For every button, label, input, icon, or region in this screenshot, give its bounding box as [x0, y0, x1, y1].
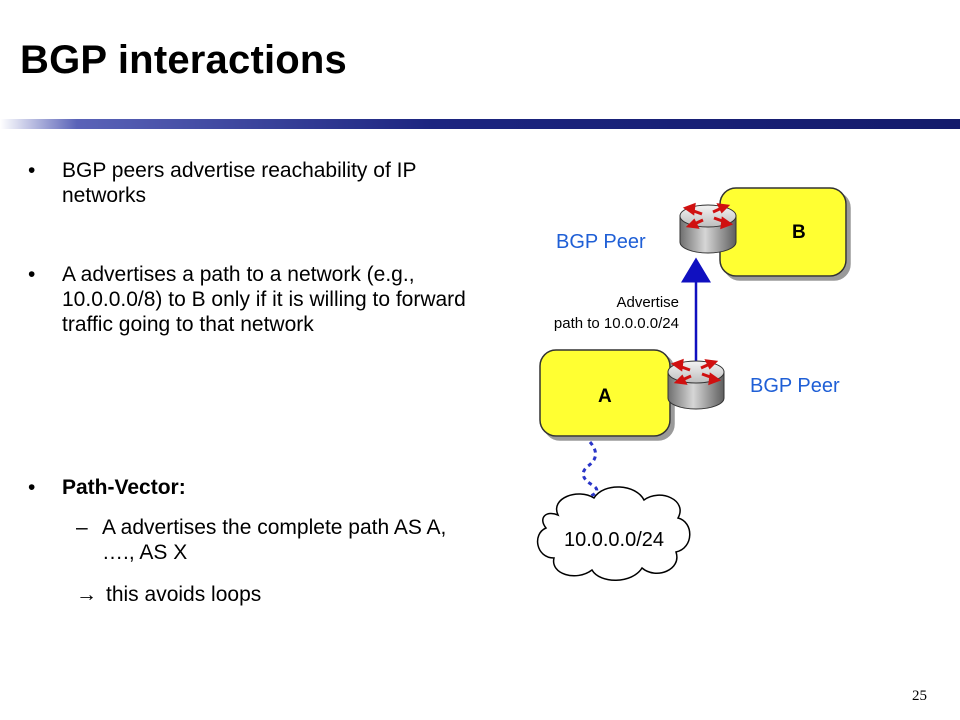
sub-bullet-marker: – — [76, 516, 88, 539]
slide-number: 25 — [912, 688, 927, 704]
advertise-label-line2: path to 10.0.0.0/24 — [554, 315, 679, 332]
bullet-text: BGP peers advertise reachability of IP n… — [62, 159, 417, 207]
peer-b-label: BGP Peer — [556, 231, 646, 253]
advertise-label-line1: Advertise — [616, 294, 679, 311]
network-label: 10.0.0.0/24 — [564, 529, 664, 551]
bullet-text: Path-Vector: — [62, 476, 186, 499]
network-cloud-icon — [536, 486, 691, 581]
bgp-diagram: B A BG — [536, 187, 847, 581]
router-a-icon — [667, 358, 725, 410]
bullet-marker: • — [28, 476, 36, 499]
router-b-icon — [679, 202, 737, 254]
arrow-note: → this avoids loops — [76, 582, 261, 607]
right-arrow-icon: → — [76, 583, 97, 606]
peer-a-label: BGP Peer — [750, 375, 840, 397]
as-b-label: B — [792, 222, 806, 243]
arrow-note-text: this avoids loops — [106, 583, 262, 606]
bullet-text: A advertises a path to a network (e.g., … — [62, 263, 466, 336]
bullet-marker: • — [28, 159, 36, 182]
as-b-box — [719, 187, 847, 277]
sub-bullet-text: A advertises the complete path AS A, ….,… — [102, 516, 447, 564]
as-a-label: A — [598, 386, 612, 407]
network-link — [577, 441, 599, 502]
slide-title: BGP interactions — [20, 38, 347, 82]
title-rule — [0, 119, 960, 129]
bullet-marker: • — [28, 263, 36, 286]
